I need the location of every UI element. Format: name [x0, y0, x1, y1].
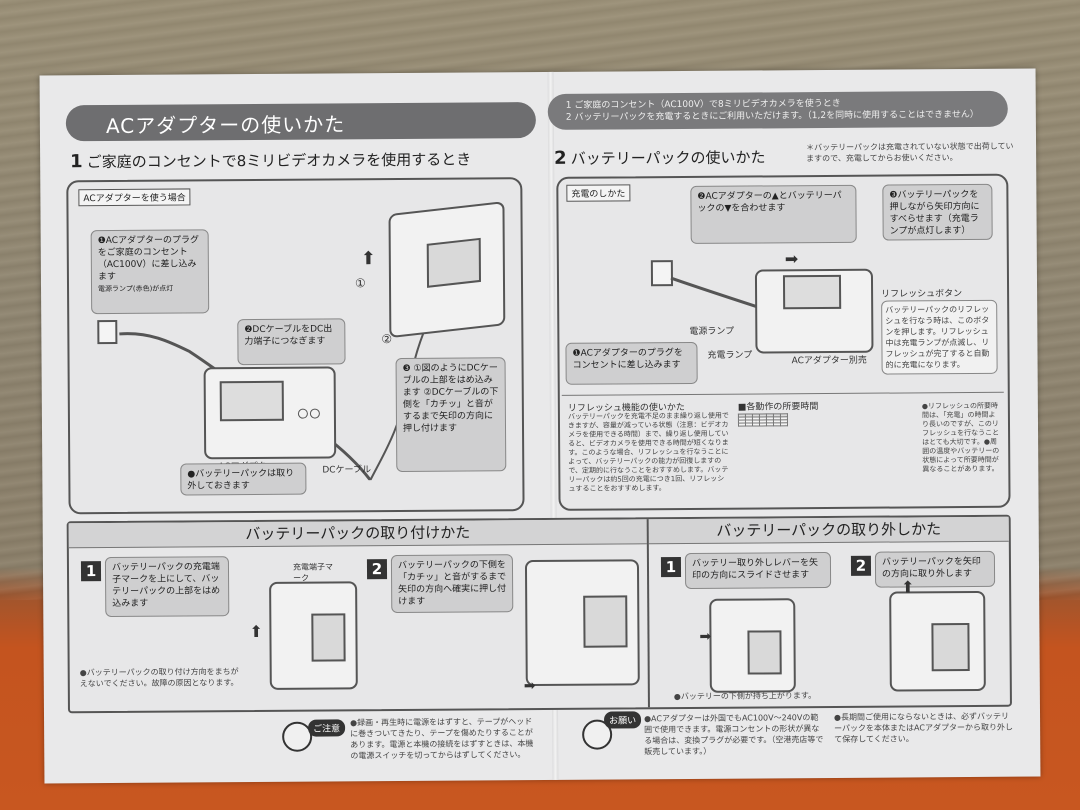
camcorder-rear-view	[524, 559, 640, 687]
left-title-banner: ACアダプターの使いかた	[65, 102, 536, 142]
label-power-lamp: 電源ランプ	[689, 326, 735, 337]
charger-device	[754, 268, 874, 354]
attach-step1-number: 1	[80, 561, 102, 582]
attach-title-band: バッテリーパックの取り付けかた	[68, 519, 647, 549]
refresh-button-desc: バッテリーパックのリフレッシュを行なう時は、このボタンを押します。リフレッシュ中…	[881, 299, 998, 375]
usage-notes: 1 ご家庭のコンセント（AC100V）で8ミリビデオカメラを使うとき 2 バッテ…	[565, 98, 979, 123]
camcorder-screen	[747, 630, 782, 675]
detach-title-band: バッテリーパックの取り外しかた	[648, 516, 1009, 545]
attach-note: ●バッテリーパックの取り付け方向をまちがえないでください。故障の原因となります。	[79, 667, 239, 689]
step-mark-2: ②	[381, 332, 393, 347]
request-text: ●ACアダプターは外国でもAC100V〜240Vの範囲で使用できます。電源コンセ…	[644, 713, 824, 757]
detach-step2-callout: バッテリーパックを矢印の方向に取り外します	[874, 550, 996, 588]
attach-step1-callout: バッテリーパックの充電端子マークを上にして、バッテリーパックの上部をはめ込みます	[104, 556, 230, 618]
page-title: ACアダプターの使いかた	[105, 112, 346, 139]
callout-align-marks: ❷ACアダプターの▲とバッテリーパックの▼を合わせます	[690, 184, 857, 244]
refresh-button-title: リフレッシュボタン	[881, 289, 963, 300]
usage-tag: ACアダプターを使う場合	[78, 188, 191, 207]
panel-divider	[646, 519, 650, 708]
section2-note: ＊バッテリーパックは充電されていない状態で出荷していますので、充電してからお使い…	[806, 141, 1014, 164]
section2-heading-text: バッテリーパックの使いかた	[570, 148, 766, 168]
camcorder-detach-view	[709, 598, 796, 693]
detach-note: ●バッテリーの下側が持ち上がります。	[673, 691, 817, 702]
camcorder-side-view	[269, 581, 358, 690]
request-text-2: ●長期間ご使用にならないときは、必ずバッテリーパックを本体またはACアダプターか…	[834, 711, 1013, 744]
camcorder-detach-view-2	[889, 590, 986, 692]
camcorder-screen	[426, 237, 481, 288]
charging-tag: 充電のしかた	[566, 184, 631, 202]
arrow-up-icon: ⬆	[901, 577, 915, 597]
label-dc-cable: DCケーブル	[322, 465, 372, 476]
camcorder-screen	[311, 613, 346, 662]
terminal-mark-label: 充電端子マーク	[292, 562, 334, 583]
request-badge: お願い	[603, 711, 642, 729]
section1-number: 1	[70, 151, 83, 173]
arrow-up-icon: ⬆	[249, 621, 263, 642]
camcorder-device	[388, 201, 506, 339]
time-table-note: ●リフレッシュの所要時間は、「充電」の時間より長いのですが、このリフレッシュを行…	[921, 401, 1000, 474]
camcorder-screen	[583, 595, 628, 648]
divider	[561, 391, 1004, 396]
ac-adapter-usage-panel: ACアダプターを使う場合 ❶ACアダプターのプラグをご家庭のコンセント（AC10…	[66, 177, 525, 515]
section1-heading-text: ご家庭のコンセントで8ミリビデオカメラを使用するとき	[86, 150, 472, 172]
arrow-up-icon: ⬆	[360, 248, 376, 270]
attach-step2-number: 2	[366, 559, 388, 580]
detach-step1-number: 1	[660, 557, 682, 578]
detach-step2-number: 2	[850, 555, 872, 576]
caution-badge: ご注意	[308, 719, 346, 737]
callout-attach-dc: ❸ ①図のようにDCケーブルの上部をはめ込みます ②DCケーブルの下側を「カチッ…	[395, 357, 507, 473]
right-notes-banner: 1 ご家庭のコンセント（AC100V）で8ミリビデオカメラを使うとき 2 バッテ…	[547, 90, 1008, 130]
time-table	[738, 413, 788, 427]
refresh-function-text: バッテリーパックを充電不足のまま繰り返し使用できますが、容量が減っている状態（注…	[567, 411, 729, 493]
label-ac-adapter-sold-separately: ACアダプター別売	[791, 355, 867, 367]
battery-attach-detach-panel: バッテリーパックの取り付けかた バッテリーパックの取り外しかた 1 バッテリーパ…	[66, 514, 1012, 714]
arrow-right-icon: ➡	[784, 249, 799, 269]
battery-slot	[219, 380, 284, 422]
lamp-icon	[309, 408, 320, 419]
arrow-right-icon: ➡	[523, 678, 536, 695]
battery-pack	[782, 274, 842, 310]
caution-text: ●録画・再生時に電源をはずすと、テープがヘッドに巻きついてきたり、テープを傷めた…	[350, 717, 534, 761]
step-mark-1: ①	[354, 276, 366, 291]
callout-slide-battery: ❸バッテリーパックを押しながら矢印方向にすべらせます（充電ランプが点灯します）	[882, 183, 993, 241]
arrow-right-icon: ➡	[699, 628, 712, 645]
section2-number: 2	[554, 147, 567, 169]
callout-plug-outlet: ❶ACアダプターのプラグをコンセントに差し込みます	[565, 341, 698, 385]
callout-remove-battery: ●バッテリーパックは取り外しておきます	[180, 462, 307, 496]
label-charge-lamp: 充電ランプ	[707, 350, 753, 361]
camcorder-screen	[931, 623, 970, 672]
callout-dc-cable: ❷DCケーブルをDC出力端子につなぎます	[237, 318, 346, 366]
attach-step2-callout: バッテリーパックの下側を「カチッ」と音がするまで矢印の方向へ確実に押し付けます	[390, 554, 514, 614]
battery-charging-panel: 充電のしかた ❷ACアダプターの▲とバッテリーパックの▼を合わせます ❸バッテリ…	[556, 173, 1011, 511]
ac-adapter-device	[203, 366, 337, 460]
time-table-title: ■各動作の所要時間	[737, 402, 819, 413]
lamp-icon	[297, 408, 308, 419]
power-lamp-note: 電源ランプ(赤色)が点灯	[98, 284, 174, 294]
detach-step1-callout: バッテリー取り外しレバーを矢印の方向にスライドさせます	[684, 551, 832, 589]
callout-plug-in: ❶ACアダプターのプラグをご家庭のコンセント（AC100V）に差し込みます 電源…	[90, 229, 210, 315]
callout-plug-in-text: ❶ACアダプターのプラグをご家庭のコンセント（AC100V）に差し込みます	[97, 235, 200, 283]
